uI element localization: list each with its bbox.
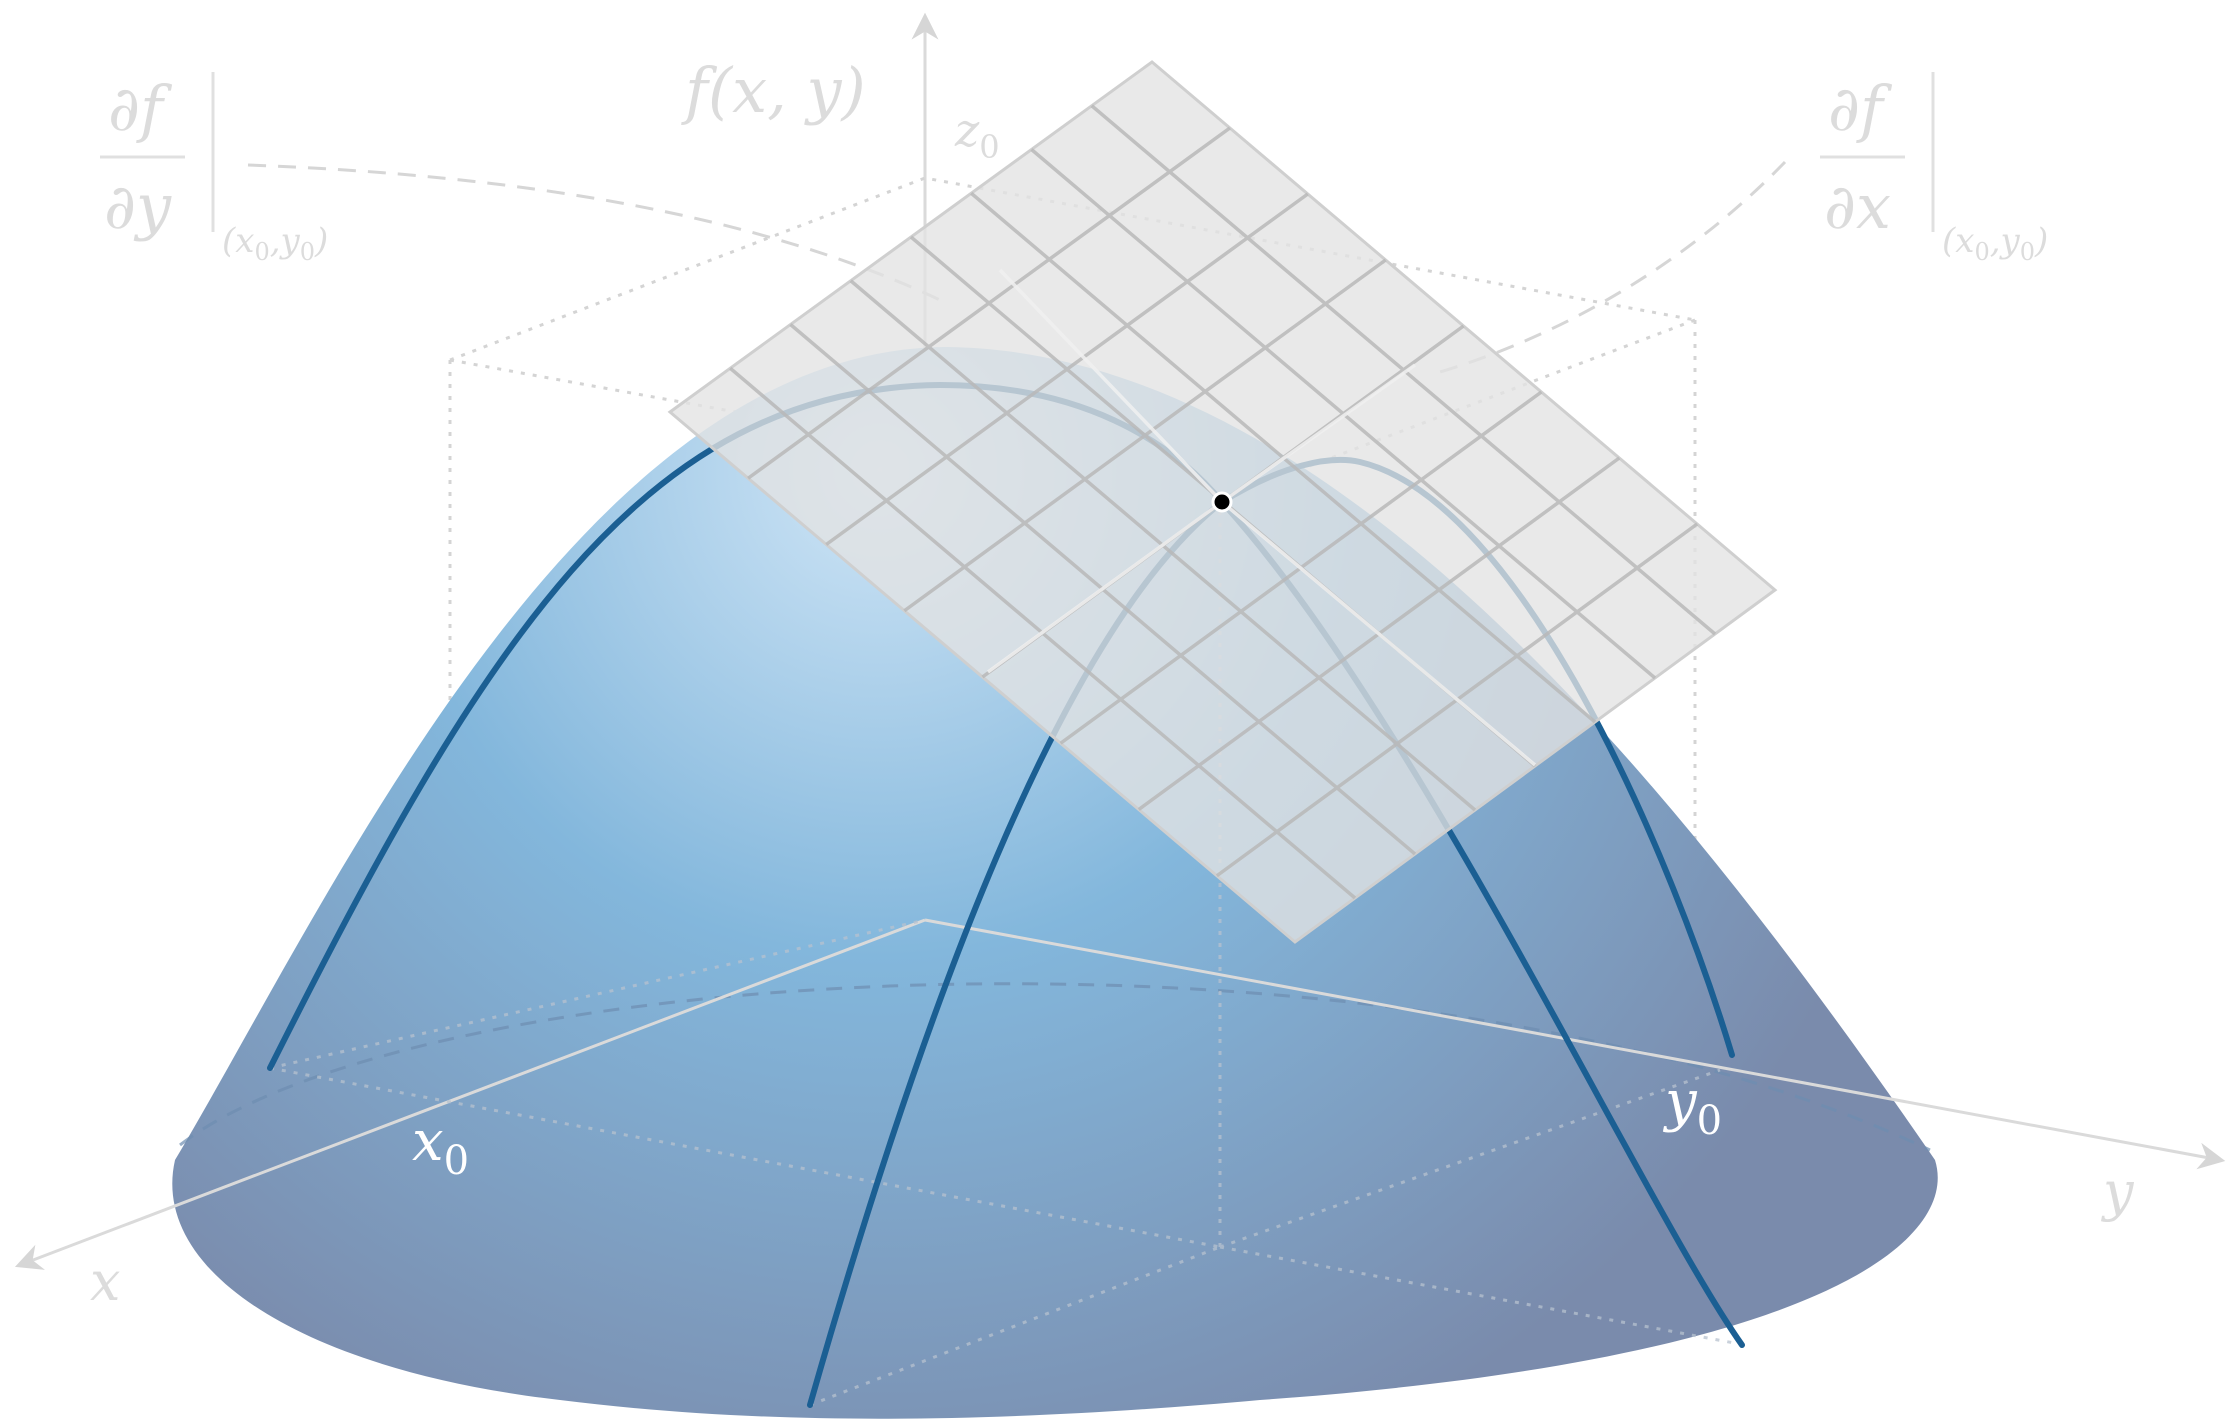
partial-x-label: ∂f ∂x (x0,y0) <box>1820 72 2048 266</box>
svg-text:∂y: ∂y <box>104 170 172 243</box>
partial-y-label: ∂f ∂y (x0,y0) <box>100 72 328 266</box>
axes-front <box>14 918 2226 1270</box>
x-axis <box>14 918 926 1270</box>
svg-text:∂f: ∂f <box>108 72 173 145</box>
svg-text:(x0,y0): (x0,y0) <box>222 221 328 266</box>
partial-guides <box>247 160 1787 374</box>
y-axis-label: y <box>2101 1160 2135 1223</box>
x-axis-label: x <box>90 1250 120 1313</box>
plane-highlight-lines <box>986 268 1537 767</box>
x0-label: x0 <box>412 1109 469 1184</box>
labels: f(x, y) z0 ∂f ∂y (x0,y0) ∂f ∂x (x0,y0) x… <box>90 54 2135 1313</box>
tangent-point-icon <box>1211 491 1233 513</box>
y0-label: y0 <box>1662 1069 1722 1144</box>
paraboloid-surface <box>172 347 1938 1419</box>
y-axis <box>924 918 2226 1170</box>
z0-label: z0 <box>954 103 1000 166</box>
svg-text:∂f: ∂f <box>1828 72 1893 145</box>
svg-text:∂x: ∂x <box>1824 170 1891 243</box>
fxy-label: f(x, y) <box>681 54 866 127</box>
svg-text:(x0,y0): (x0,y0) <box>1942 221 2048 266</box>
